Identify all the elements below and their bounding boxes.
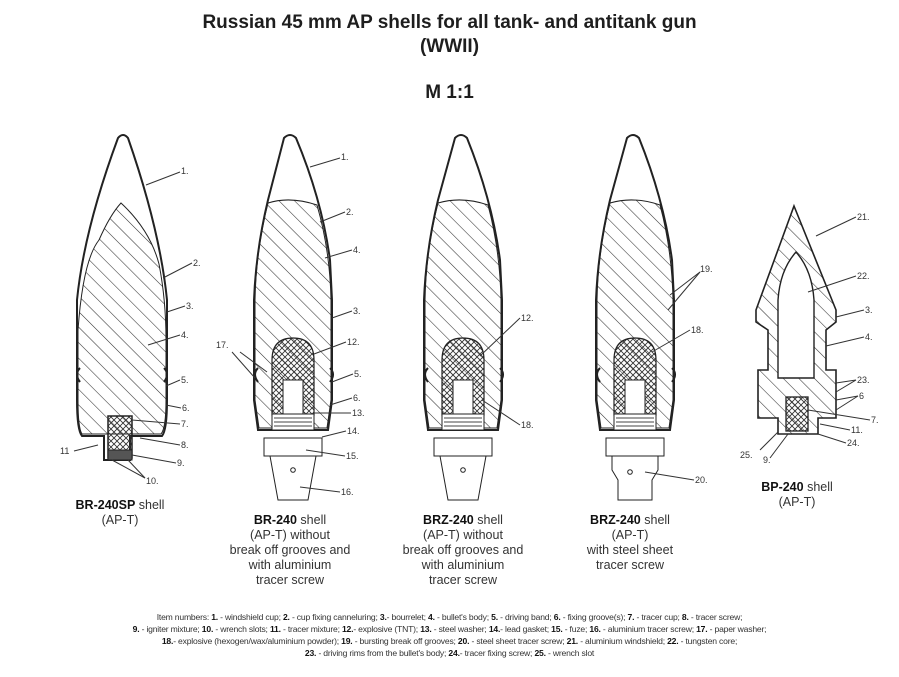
shell-bp240	[755, 203, 837, 435]
svg-text:22.: 22.	[857, 271, 870, 281]
svg-text:3.: 3.	[186, 301, 194, 311]
svg-text:8.: 8.	[181, 440, 189, 450]
svg-text:17.: 17.	[216, 340, 229, 350]
svg-text:11: 11	[60, 446, 69, 456]
svg-text:14.: 14.	[347, 426, 360, 436]
legend-item: 14.- lead gasket;	[488, 624, 552, 634]
legend-item: 22. - tungsten core;	[667, 636, 738, 646]
legend-item: 7. - tracer cup;	[627, 612, 682, 622]
svg-text:12.: 12.	[347, 337, 360, 347]
legend-item: 16. - aluminium tracer screw;	[589, 624, 697, 634]
legend-item: 20. - steel sheet tracer screw;	[457, 636, 567, 646]
legend-item: 8. - tracer screw;	[681, 612, 743, 622]
svg-text:11.: 11.	[851, 425, 863, 435]
legend-item: 10. - wrench slots;	[201, 624, 270, 634]
legend-item: 2. - cup fixing canneluring;	[282, 612, 380, 622]
caption-brz240-a: BRZ-240 shell (AP-T) without break off g…	[402, 513, 524, 587]
legend-item: 5. - driving band;	[491, 612, 554, 622]
svg-text:18.: 18.	[521, 420, 534, 430]
svg-text:5.: 5.	[354, 369, 362, 379]
caption-bp240: BP-240 shell (AP-T)	[761, 480, 833, 509]
svg-text:7.: 7.	[181, 419, 189, 429]
legend-item: 12.- explosive (TNT);	[341, 624, 421, 634]
svg-text:23.: 23.	[857, 375, 870, 385]
legend-item: 18.- explosive (hexogen/wax/aluminium po…	[161, 636, 342, 646]
svg-text:1.: 1.	[341, 152, 349, 162]
svg-text:18.: 18.	[691, 325, 704, 335]
legend-item: 19. - bursting break off grooves;	[341, 636, 458, 646]
caption-brz240-b: BRZ-240 shell (AP-T) with steel sheet tr…	[586, 513, 674, 572]
legend-item: 1. - windshield cup;	[211, 612, 283, 622]
legend-item: 6. - fixing groove(s);	[553, 612, 628, 622]
svg-text:16.: 16.	[341, 487, 354, 497]
legend-item: 9. - igniter mixture;	[132, 624, 202, 634]
igniter	[107, 449, 133, 461]
svg-text:2.: 2.	[193, 258, 201, 268]
caption-name: BP-240	[761, 480, 804, 494]
caption-name: BR-240	[253, 513, 297, 527]
svg-text:13.: 13.	[352, 408, 365, 418]
scale-label: M 1:1	[425, 82, 474, 103]
svg-text:2.: 2.	[346, 207, 354, 217]
svg-text:9.: 9.	[177, 458, 185, 468]
svg-text:10.: 10.	[146, 476, 159, 486]
svg-text:1.: 1.	[181, 166, 189, 176]
svg-text:19.: 19.	[700, 264, 713, 274]
legend-item: 15. - fuze;	[551, 624, 590, 634]
legend-item: 11. - tracer mixture;	[269, 624, 342, 634]
svg-text:4.: 4.	[865, 332, 873, 342]
page-title: Russian 45 mm AP shells for all tank- an…	[202, 12, 697, 33]
caption-name: BRZ-240	[423, 513, 474, 527]
svg-text:3.: 3.	[353, 306, 361, 316]
legend-lead: Item numbers:	[156, 612, 212, 622]
legend-item: 23. - driving rims from the bullet's bod…	[304, 648, 449, 658]
svg-text:12.: 12.	[521, 313, 534, 323]
shell-brz240-b	[595, 134, 676, 501]
shell-br240	[253, 134, 334, 501]
caption-name: BR-240SP	[75, 498, 136, 512]
shell-br240sp	[76, 134, 168, 461]
svg-text:15.: 15.	[346, 451, 359, 461]
svg-text:25.: 25.	[740, 450, 753, 460]
caption-br240sp: BR-240SP shell (AP-T)	[75, 498, 165, 527]
legend-item: 25. - wrench slot	[534, 648, 595, 658]
svg-text:5.: 5.	[181, 375, 189, 385]
page-subtitle: (WWII)	[419, 36, 480, 57]
callouts: 1. 2. 3. 4. 5. 6. 7. 8. 9. 10. 11 1. 2. …	[60, 152, 879, 497]
caption-br240: BR-240 shell (AP-T) without break off gr…	[229, 513, 351, 587]
legend-item: 17. - paper washer;	[696, 624, 767, 634]
legend-item: 3.- bourrelet;	[379, 612, 429, 622]
svg-text:6: 6	[859, 391, 864, 401]
svg-text:6.: 6.	[182, 403, 190, 413]
legend-item: 13. - steel washer;	[420, 624, 489, 634]
item-legend: Item numbers: 1. - windshield cup; 2. - …	[0, 611, 899, 659]
svg-text:7.: 7.	[871, 415, 879, 425]
legend-item: 21. - aluminium windshield;	[566, 636, 668, 646]
svg-text:3.: 3.	[865, 305, 873, 315]
legend-item: 4. - bullet's body;	[428, 612, 492, 622]
svg-text:9.: 9.	[763, 455, 771, 465]
svg-text:6.: 6.	[353, 393, 361, 403]
shell-brz240-a	[423, 134, 504, 501]
legend-item: 24.- tracer fixing screw;	[448, 648, 535, 658]
svg-text:4.: 4.	[181, 330, 189, 340]
svg-text:24.: 24.	[847, 438, 860, 448]
caption-name: BRZ-240	[590, 513, 641, 527]
svg-text:4.: 4.	[353, 245, 361, 255]
svg-text:20.: 20.	[695, 475, 708, 485]
svg-text:21.: 21.	[857, 212, 870, 222]
